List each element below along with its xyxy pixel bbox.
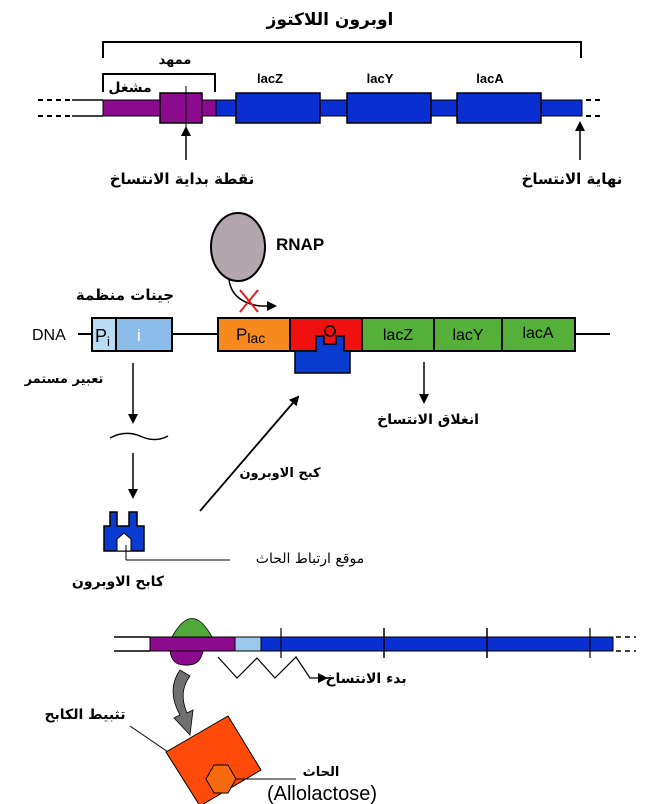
free-repressor-icon [103,511,145,552]
section-operon-structure: اوبرون اللاكتوز ممهد مشغل lacZ lacY lacA [38,10,622,188]
operator-label: مشغل [108,80,151,96]
binding-site-label: موقع ارتباط الحاث [256,551,364,567]
gene2-label-lacz: lacZ [383,327,413,344]
dna3-genes [260,636,614,652]
plac-label: Plac [236,325,265,346]
end-label: نهاية الانتساخ [522,170,623,188]
inducer-label: الحاث [303,765,340,780]
gene-boundaries [280,628,591,658]
promoter3-region [149,636,236,652]
rnap-label: RNAP [276,235,324,254]
blocked-x-icon [239,289,259,313]
operator-block [159,92,203,124]
gene2-label-laca: lacA [522,325,553,342]
pi-label: Pi [95,326,110,349]
section-induced-state: بدء الانتساخ تثبيط الكابح الحاث (Allolac… [44,618,636,804]
gene-lacz [235,92,321,124]
rna-polymerase-icon [171,618,213,638]
cap-protein-icon [169,650,204,666]
promoter-bracket [102,73,216,92]
release-arrow-icon [172,669,194,736]
operon-label: اوبرون اللاكتوز [266,10,394,30]
mrna-transcript-arrow [217,656,328,683]
rnap-path-arrow [228,279,277,311]
dna-dashed-right [586,99,604,117]
promoter-label: ممهد [159,53,192,68]
gene-box-lacz [361,317,435,352]
start-label: نقطة بداية الانتساخ [110,170,255,188]
gene-lacy [346,92,432,124]
rnap-icon [210,212,266,282]
dna-dashed-left [38,99,103,117]
gene-label-laca: lacA [476,71,504,86]
plac-box [217,317,291,352]
section-repressed-state: RNAP جينات منظمة DNA Pi i Plac lacZ lacY… [24,212,610,590]
dna-label: DNA [32,327,66,344]
gene-box-lacy [433,317,503,352]
operator-site-icon [324,325,336,337]
gene-label-lacy: lacY [367,71,394,86]
transcription-off-label: انغلاق الانتساخ [377,412,479,428]
promoter-region-tail [201,99,217,117]
mrna-icon [109,432,169,441]
repression-arrow [199,395,300,512]
allolactose-hexagon-icon [205,764,237,794]
gene2-label-lacy: lacY [452,327,483,344]
promoter-region [102,99,170,117]
constitutive-label: تعبير مستمر [24,372,104,387]
repressor-inactivation-label: تثبيط الكابح [44,707,125,723]
i-gene-box [115,317,173,352]
gene-label-lacz: lacZ [257,71,283,86]
bound-repressor-icon [294,335,351,374]
operon-bracket [102,41,582,58]
inducer-binding-site-icon [116,532,132,552]
gene-laca [456,92,542,124]
transcription-start-label: بدء الانتساخ [325,671,406,687]
inactivation-pointer [129,725,169,753]
repressor-label: كابح الاوبرون [72,574,165,590]
inactive-repressor-icon [165,715,262,804]
gene-box-laca [501,317,576,352]
dna3-dashed-right [616,636,636,652]
i-gene-label: i [137,326,141,345]
operator3-region [234,636,262,652]
regulatory-genes-label: جينات منظمة [76,286,174,304]
inducer-name: (Allolactose) [267,783,377,804]
repression-label: كبح الاوبرون [239,466,321,481]
